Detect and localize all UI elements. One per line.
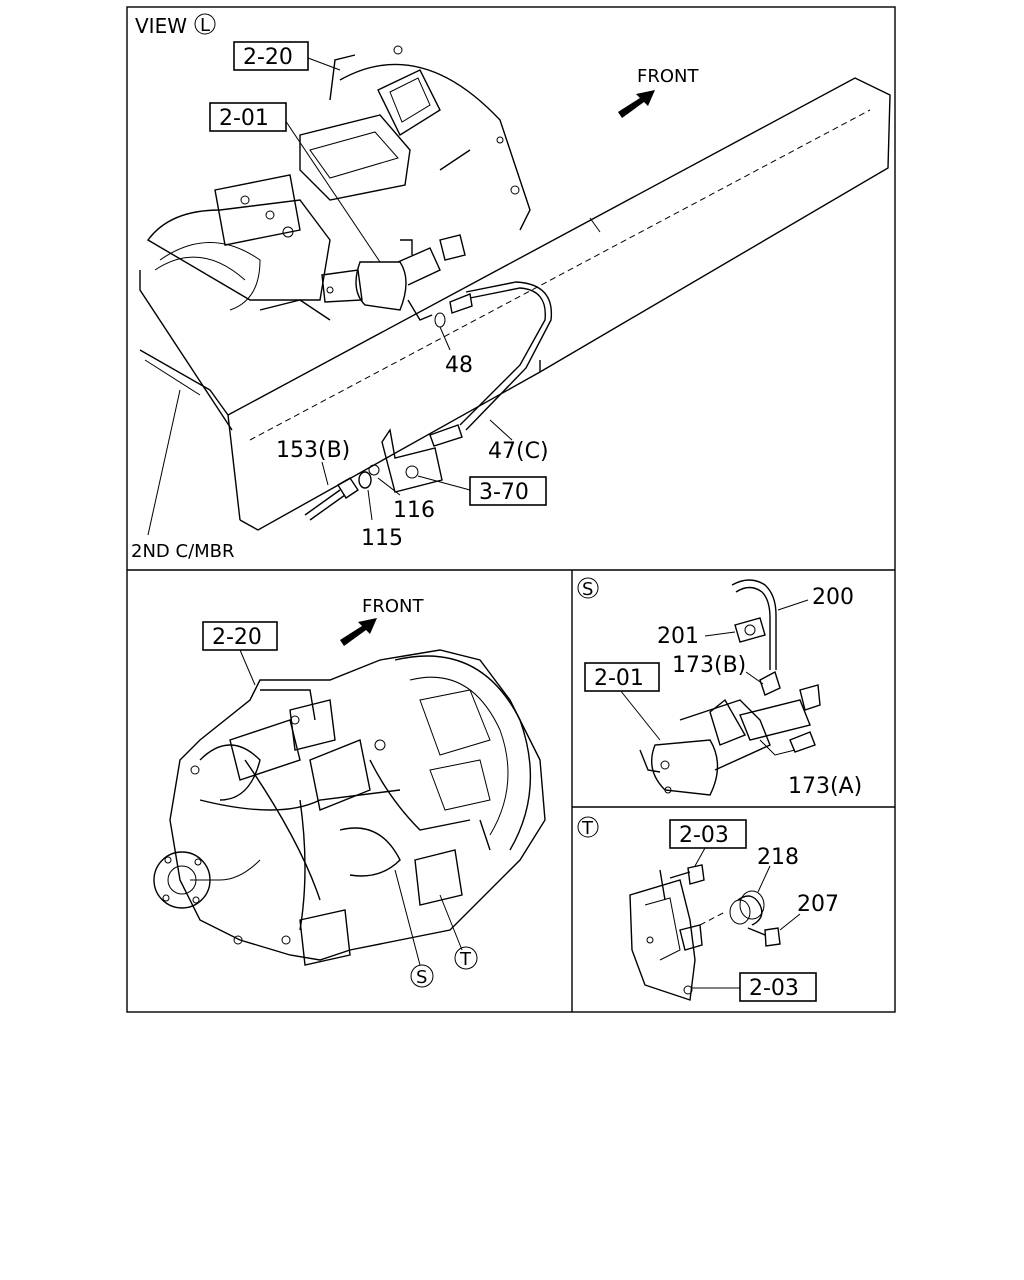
- panel-frames: [126, 6, 896, 1013]
- callout-t: T: [459, 949, 472, 970]
- detail-s-marker-circle: [577, 577, 599, 599]
- part-207: 207: [797, 892, 839, 917]
- s-master-cylinder: [639, 670, 821, 796]
- ref-box-2-20-top: [233, 41, 309, 71]
- hose-47c: [429, 281, 553, 447]
- t-spring-218: [699, 890, 765, 926]
- part-48: 48: [445, 353, 473, 378]
- view-label: VIEW: [135, 14, 187, 38]
- bracket-3-70: [381, 428, 471, 493]
- view-marker: L: [200, 15, 210, 36]
- t-bracket: [629, 869, 703, 1001]
- ref-2-01-top: 2-01: [219, 106, 269, 131]
- frame-rail: [139, 77, 891, 531]
- t-bolt-upper: [669, 864, 705, 885]
- transmission-housing: [146, 45, 531, 321]
- detail-t-panel: T 2-03: [577, 816, 839, 1002]
- clutch-booster: [321, 234, 466, 321]
- part-116: 116: [393, 498, 435, 523]
- detail-s-marker: S: [582, 579, 593, 600]
- part-173a: 173(A): [788, 774, 862, 799]
- part-173b: 173(B): [672, 653, 746, 678]
- part-115: 115: [361, 526, 403, 551]
- transmission-overview-panel: 2-20 FRONT S T: [153, 596, 546, 988]
- part-218: 218: [757, 845, 799, 870]
- top-view-panel: VIEW L: [131, 13, 891, 562]
- ref-box-2-03-bottom: [739, 972, 817, 1002]
- part-201: 201: [657, 624, 699, 649]
- washer-48: [434, 312, 451, 351]
- callout-t-circle: [454, 946, 478, 970]
- mid-leader-lines: [239, 649, 463, 966]
- detail-t-marker: T: [581, 818, 594, 839]
- s-pipe-200: [731, 579, 777, 670]
- ref-2-03-bottom: 2-03: [749, 976, 799, 1001]
- top-leader-lines: [147, 57, 513, 536]
- ref-2-20-mid: 2-20: [212, 625, 262, 650]
- t-leader-lines: [692, 847, 801, 989]
- ref-box-3-70: [469, 476, 547, 506]
- front-label-mid: FRONT: [362, 596, 424, 617]
- front-arrow-mid: [340, 618, 377, 646]
- part-200: 200: [812, 585, 854, 610]
- transmission-assembly: [153, 649, 546, 966]
- detail-s-panel: S 200 201 173: [577, 577, 862, 799]
- t-bolt-207: [747, 927, 781, 947]
- fastener-parts: [304, 461, 401, 521]
- ref-box-2-01-top: [209, 102, 287, 132]
- ref-2-20-top: 2-20: [243, 45, 293, 70]
- detail-t-marker-circle: [577, 816, 599, 838]
- s-clip-201: [734, 617, 766, 643]
- s-leader-lines: [619, 599, 809, 756]
- ref-box-2-03-top: [669, 819, 747, 849]
- callout-s-circle: [410, 964, 434, 988]
- ref-box-2-20-mid: [202, 621, 278, 651]
- part-153b: 153(B): [276, 438, 350, 463]
- part-47c: 47(C): [488, 439, 549, 464]
- view-marker-circle: [194, 13, 216, 35]
- frame-member-label: 2ND C/MBR: [131, 541, 235, 562]
- front-label-top: FRONT: [637, 66, 699, 87]
- ref-3-70: 3-70: [479, 480, 529, 505]
- front-arrow-top: [618, 90, 655, 118]
- ref-box-2-01-s: [584, 662, 660, 692]
- ref-2-01-s: 2-01: [594, 666, 644, 691]
- ref-2-03-top: 2-03: [679, 823, 729, 848]
- callout-s: S: [416, 967, 427, 988]
